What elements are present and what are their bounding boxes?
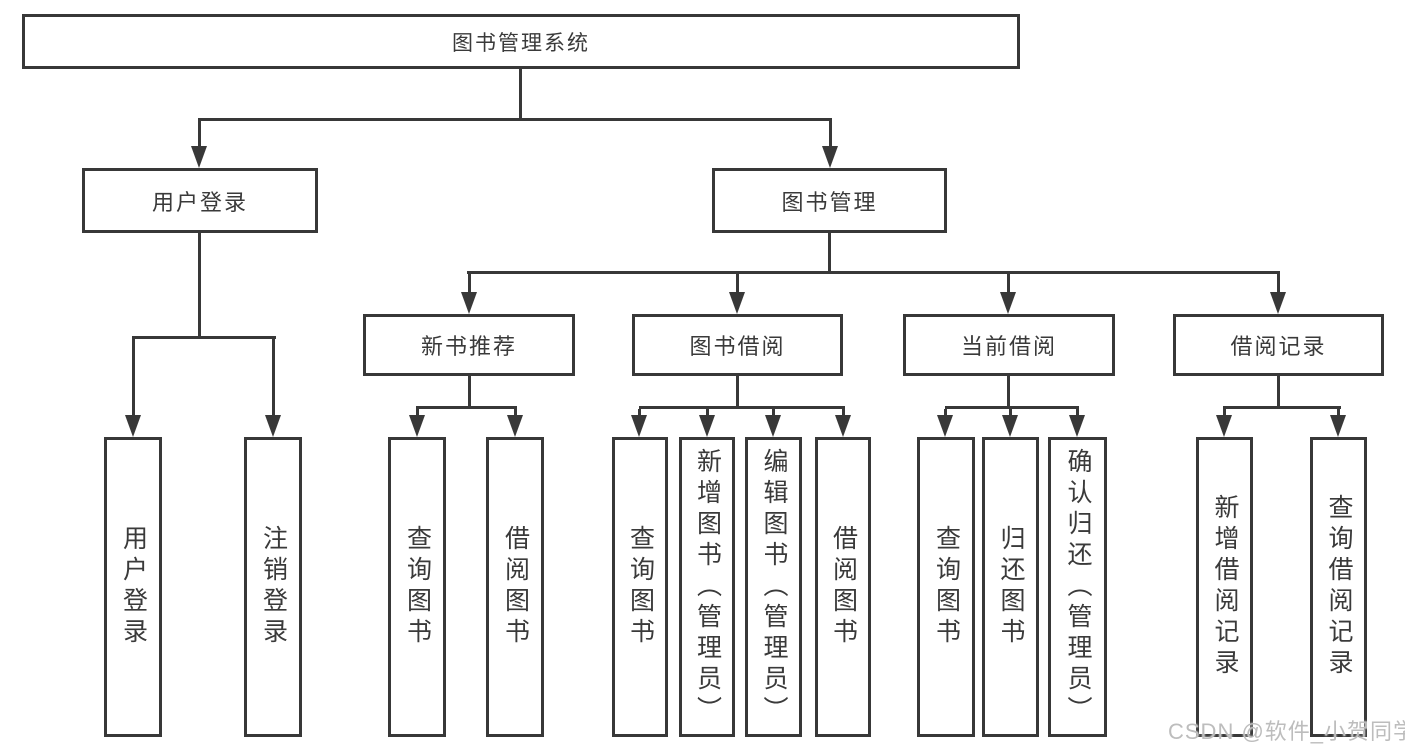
arrow-down-icon — [1330, 415, 1346, 437]
arrow-down-icon — [1069, 415, 1085, 437]
leaf-cb-confirm-return-admin-label: 确认归还（管理员） — [1064, 447, 1092, 727]
connector-line — [467, 271, 1280, 274]
node-current-borrow: 当前借阅 — [903, 314, 1115, 376]
connector-line — [272, 339, 275, 415]
connector-line — [1277, 376, 1280, 409]
node-book-borrow: 图书借阅 — [632, 314, 843, 376]
node-new-book-recommend-label: 新书推荐 — [420, 334, 517, 359]
connector-line — [842, 409, 845, 417]
leaf-bb-add-book-admin: 新增图书（管理员） — [679, 437, 735, 737]
arrow-down-icon — [765, 415, 781, 437]
connector-line — [416, 406, 517, 409]
connector-line — [638, 409, 641, 417]
leaf-bb-borrow-book: 借阅图书 — [815, 437, 871, 737]
leaf-cb-query-book: 查询图书 — [917, 437, 975, 737]
connector-line — [944, 409, 947, 417]
connector-line — [706, 409, 709, 417]
leaf-user-login-label: 用户登录 — [119, 525, 148, 649]
arrow-down-icon — [265, 415, 281, 437]
connector-line — [736, 376, 739, 409]
leaf-br-add-record: 新增借阅记录 — [1196, 437, 1253, 737]
arrow-down-icon — [507, 415, 523, 437]
connector-line — [1007, 376, 1010, 409]
arrow-down-icon — [409, 415, 425, 437]
connector-line — [416, 409, 419, 417]
leaf-br-query-record: 查询借阅记录 — [1310, 437, 1367, 737]
leaf-logout-label: 注销登录 — [259, 525, 288, 649]
arrow-down-icon — [835, 415, 851, 437]
connector-line — [1337, 409, 1340, 417]
leaf-nbr-query-book-label: 查询图书 — [403, 525, 432, 649]
connector-line — [736, 274, 739, 292]
connector-line — [514, 409, 517, 417]
node-book-borrow-label: 图书借阅 — [689, 334, 786, 359]
arrow-down-icon — [729, 292, 745, 314]
leaf-br-add-record-label: 新增借阅记录 — [1211, 494, 1239, 680]
connector-line — [198, 121, 201, 146]
node-user-login-label: 用户登录 — [151, 189, 248, 215]
arrow-down-icon — [1270, 292, 1286, 314]
node-new-book-recommend: 新书推荐 — [363, 314, 575, 376]
arrow-down-icon — [822, 146, 838, 168]
leaf-bb-borrow-book-label: 借阅图书 — [829, 525, 858, 649]
leaf-cb-confirm-return-admin: 确认归还（管理员） — [1048, 437, 1107, 737]
node-borrow-record: 借阅记录 — [1173, 314, 1384, 376]
leaf-nbr-borrow-book: 借阅图书 — [486, 437, 544, 737]
arrow-down-icon — [125, 415, 141, 437]
connector-line — [132, 336, 276, 339]
connector-line — [829, 121, 832, 146]
leaf-cb-return-book: 归还图书 — [982, 437, 1039, 737]
leaf-nbr-query-book: 查询图书 — [388, 437, 446, 737]
node-book-management: 图书管理 — [712, 168, 947, 233]
leaf-nbr-borrow-book-label: 借阅图书 — [501, 525, 530, 649]
connector-line — [1277, 274, 1280, 292]
connector-line — [198, 233, 201, 339]
leaf-bb-edit-book-admin: 编辑图书（管理员） — [745, 437, 802, 737]
connector-line — [639, 406, 845, 409]
connector-line — [1009, 409, 1012, 417]
arrow-down-icon — [1002, 415, 1018, 437]
arrow-down-icon — [1216, 415, 1232, 437]
leaf-bb-add-book-admin-label: 新增图书（管理员） — [693, 447, 722, 727]
leaf-cb-query-book-label: 查询图书 — [932, 525, 961, 649]
node-current-borrow-label: 当前借阅 — [960, 334, 1057, 359]
node-user-login: 用户登录 — [82, 168, 318, 233]
arrow-down-icon — [461, 292, 477, 314]
leaf-bb-edit-book-admin-label: 编辑图书（管理员） — [760, 447, 788, 727]
connector-line — [1076, 409, 1079, 417]
connector-line — [772, 409, 775, 417]
connector-line — [828, 233, 831, 271]
node-root: 图书管理系统 — [22, 14, 1020, 69]
connector-line — [468, 274, 471, 292]
node-book-management-label: 图书管理 — [781, 189, 878, 215]
leaf-logout: 注销登录 — [244, 437, 302, 737]
leaf-bb-query-book-label: 查询图书 — [626, 525, 655, 649]
connector-line — [1223, 406, 1341, 409]
leaf-bb-query-book: 查询图书 — [612, 437, 668, 737]
arrow-down-icon — [1000, 292, 1016, 314]
arrow-down-icon — [631, 415, 647, 437]
connector-line — [132, 339, 135, 415]
connector-line — [198, 118, 832, 121]
arrow-down-icon — [699, 415, 715, 437]
connector-line — [1223, 409, 1226, 417]
connector-line — [468, 376, 471, 409]
leaf-user-login: 用户登录 — [104, 437, 162, 737]
arrow-down-icon — [937, 415, 953, 437]
node-root-label: 图书管理系统 — [452, 31, 590, 55]
leaf-cb-return-book-label: 归还图书 — [997, 525, 1025, 649]
connector-line — [1007, 274, 1010, 292]
watermark: CSDN @软件_小贺同学 — [1168, 719, 1405, 744]
arrow-down-icon — [191, 146, 207, 168]
node-borrow-record-label: 借阅记录 — [1230, 334, 1327, 359]
connector-line — [945, 406, 1079, 409]
leaf-br-query-record-label: 查询借阅记录 — [1325, 494, 1353, 680]
connector-line — [519, 69, 522, 121]
